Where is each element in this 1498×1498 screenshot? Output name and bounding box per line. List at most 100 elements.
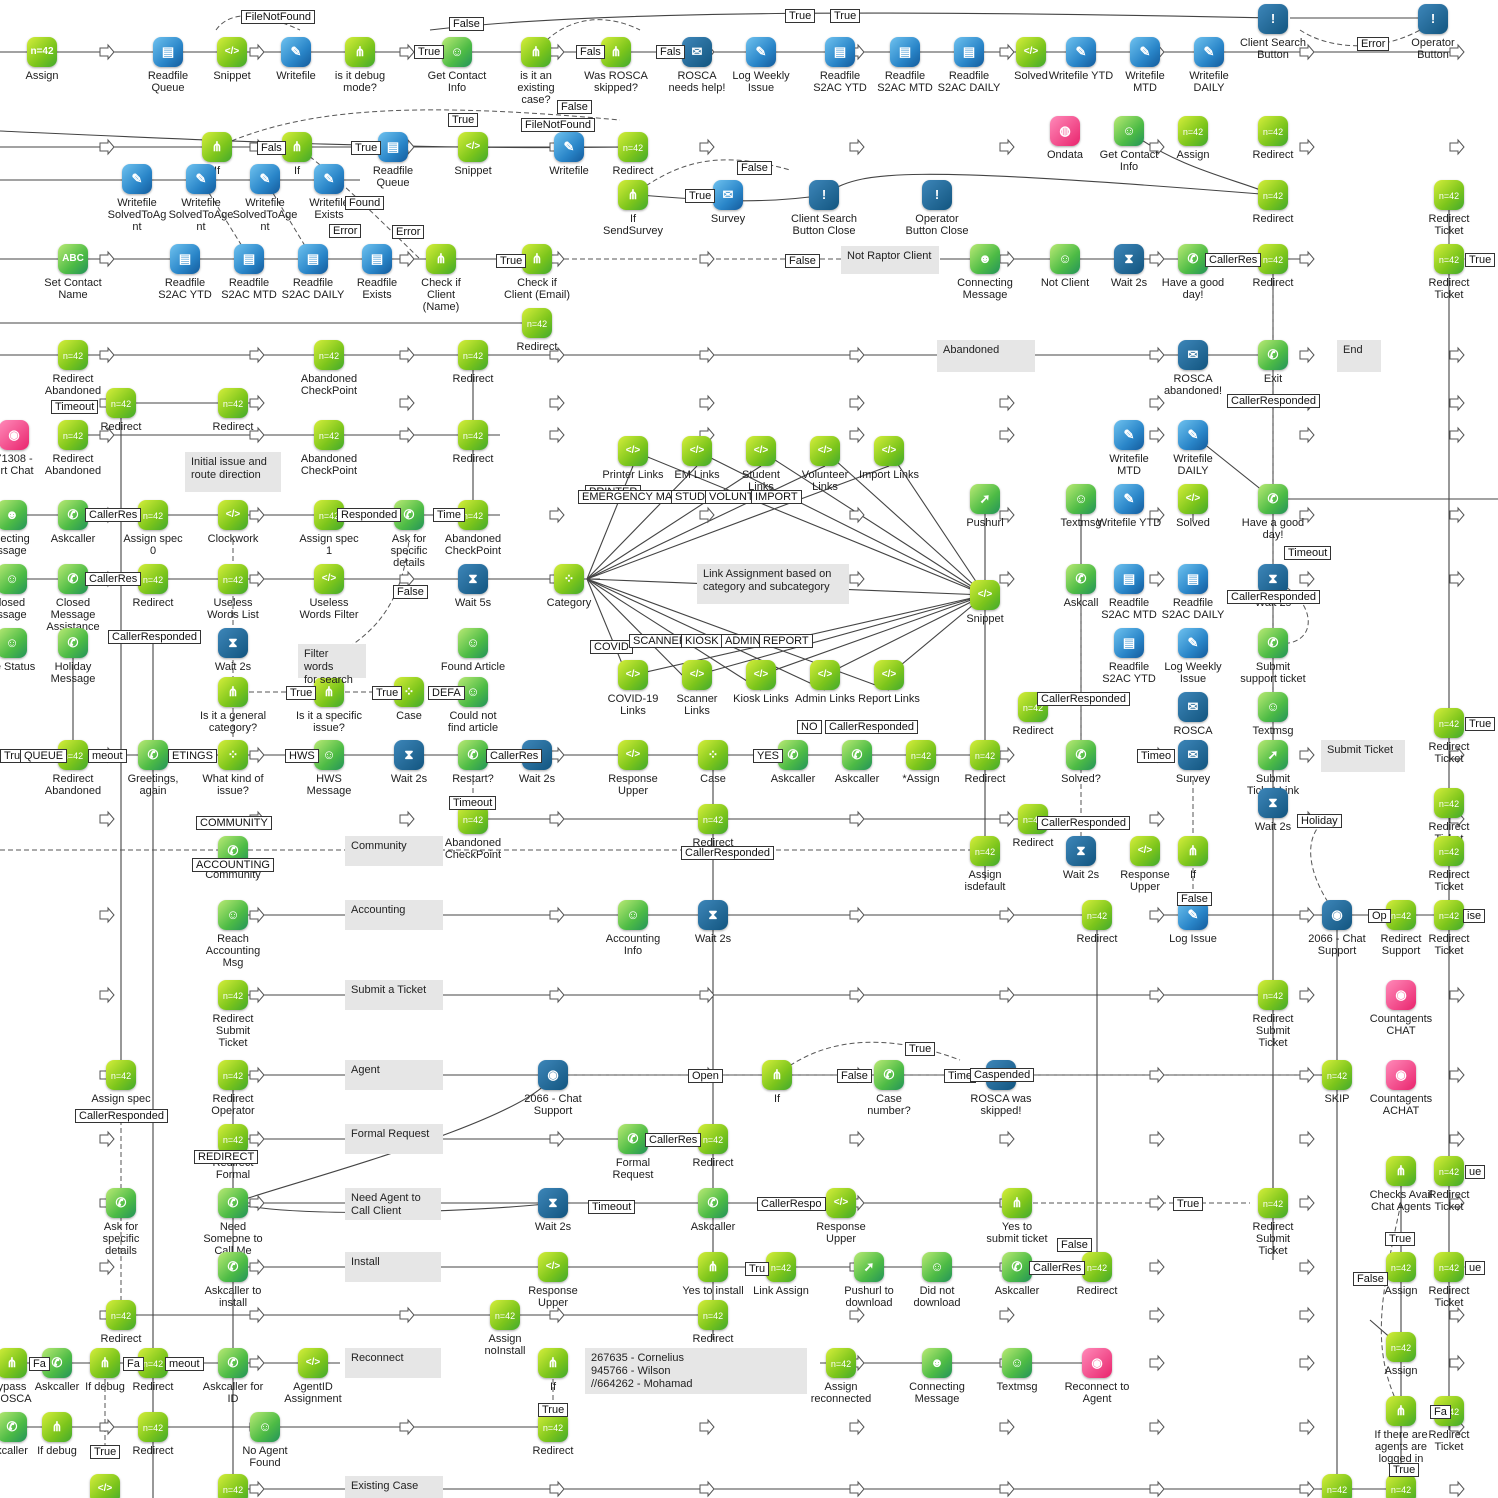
flow-node[interactable]: ✆kcaller [0,1412,64,1457]
flow-node[interactable]: ⧗Wait 5s [421,564,525,609]
flow-node[interactable]: ✎Writefile SolvedToAge nt [149,164,253,233]
flow-node[interactable]: ⋔If debug [5,1412,109,1457]
flow-node[interactable]: ☺HWS Message [277,740,381,797]
flow-node[interactable]: ⧗Wait 2s [357,740,461,785]
flow-node[interactable]: ✎Writefile YTD [1077,484,1181,529]
flow-node[interactable]: ⁘Category [517,564,621,609]
flow-node[interactable]: ✆Formal Request [581,1124,685,1181]
flow-node[interactable]: !Operator Button [1381,4,1485,61]
flow-node[interactable]: ✆Askcaller for ID [181,1348,285,1405]
flow-node[interactable]: ✆Restart? [421,740,525,785]
flow-node[interactable]: ▤Readfile S2AC YTD [788,37,892,94]
flow-node[interactable]: ☺Found Article [421,628,525,673]
flow-node[interactable]: ☺Could not find article [421,677,525,734]
flow-node[interactable]: ✆Submit support ticket [1221,628,1325,685]
flow-node[interactable]: </>Snippet [933,580,1037,625]
flow-node[interactable]: ☺Get Contact Info [405,37,509,94]
flow-node[interactable]: ✆Have a good day! [1141,244,1245,301]
flow-node[interactable]: ▤Readfile S2AC DAILY [917,37,1021,94]
flow-node[interactable]: </>COVID-19 Links [581,660,685,717]
flow-node[interactable]: </>Solved [979,37,1083,82]
flow-node[interactable]: ⋔If [725,1060,829,1105]
flow-node[interactable]: ✉Survey [676,180,780,225]
flow-node[interactable]: ✎Writefile SolvedToAge nt [213,164,317,233]
flow-node[interactable]: n=42 [1349,1474,1453,1498]
flow-node[interactable]: ⋔Is it a specific issue? [277,677,381,734]
flow-node[interactable]: </>Response Upper [501,1252,605,1309]
flow-node[interactable]: ◉71308 - ort Chat [0,420,66,477]
flow-node[interactable]: </>Scanner Links [645,660,749,717]
flow-node[interactable]: </>Volunteer Links [773,436,877,493]
flow-node[interactable]: ☻Connecting Message [933,244,1037,301]
flow-node[interactable]: n=42*Assign [869,740,973,785]
flow-node[interactable]: </>Report Links [837,660,941,705]
flow-node[interactable]: ✎Writefile [517,132,621,177]
flow-node[interactable]: </>Solved [1141,484,1245,529]
flow-node[interactable]: ⧗Wait 2s [661,900,765,945]
flow-node[interactable]: ☺Get Contact Info [1077,116,1181,173]
flow-node[interactable]: !Client Search Button Close [772,180,876,237]
flow-node[interactable]: ✆Ask for specific details [69,1188,173,1257]
flow-node[interactable]: ⋔If there are agents are logged in [1349,1396,1453,1465]
flow-node[interactable]: ▤Readfile S2AC DAILY [1141,564,1245,621]
flow-node[interactable]: ✎Writefile DAILY [1157,37,1261,94]
flow-node[interactable]: ◍Ondata [1013,116,1117,161]
flow-node[interactable]: </>EM Links [645,436,749,481]
flow-node[interactable]: ✆Have a good day! [1221,484,1325,541]
flow-node[interactable]: ◉2066 - Chat Support [1285,900,1389,957]
flow-node[interactable]: </>Clockwork [181,500,285,545]
flow-node[interactable]: ✆Case number? [837,1060,941,1117]
flow-node[interactable]: ✎Log Weekly Issue [709,37,813,94]
flow-node[interactable]: ⧗Wait 2s [1077,244,1181,289]
flow-node[interactable]: ☺Textmsg [1221,692,1325,737]
flow-node[interactable]: ⋔Checks Avail Chat Agents [1349,1156,1453,1213]
flow-node[interactable]: </>Response Upper [789,1188,893,1245]
flow-node[interactable]: ☺Textmsg [1029,484,1133,529]
flow-node[interactable]: ▤Readfile S2AC MTD [1077,564,1181,621]
flow-node[interactable]: ▤Readfile Queue [116,37,220,94]
flow-node[interactable]: ▤Readfile S2AC MTD [853,37,957,94]
flow-node[interactable]: ✆Askcaller [965,1252,1069,1297]
flow-node[interactable]: ▤Readfile Exists [325,244,429,301]
flow-node[interactable]: </>Kiosk Links [709,660,813,705]
flow-node[interactable]: ✎Writefile YTD [1029,37,1133,82]
flow-node[interactable]: n=42 [181,1474,285,1498]
flow-node[interactable]: ⋔ypass ROSCA [0,1348,64,1405]
flow-node[interactable]: ⋔If [245,132,349,177]
flow-node[interactable]: ☺No Agent Found [213,1412,317,1469]
flow-node[interactable]: ✆Solved? [1029,740,1133,785]
flow-node[interactable]: ⋔If debug [53,1348,157,1393]
flow-node[interactable]: ⋔is it debug mode? [308,37,412,94]
flow-node[interactable]: ⋔If [501,1348,605,1393]
flow-node[interactable]: ☺Textmsg [965,1348,1069,1393]
flow-node[interactable]: </>AgentID Assignment [261,1348,365,1405]
flow-node[interactable]: ⁘What kind of issue? [181,740,285,797]
